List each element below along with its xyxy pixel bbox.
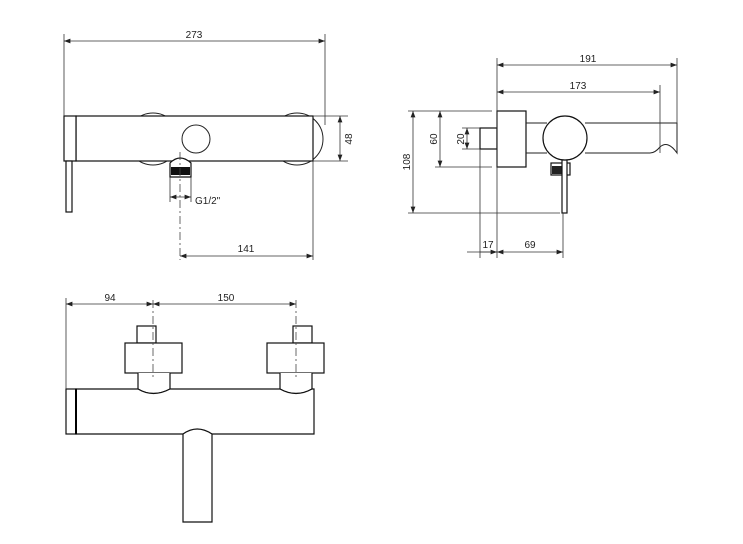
dim-17-label: 17 [482,240,494,251]
dim-69-label: 69 [524,240,536,251]
side-knob [542,115,588,161]
dim-108-label: 108 [402,153,413,170]
drawing-shape [552,166,562,174]
dim-173-label: 173 [570,81,587,92]
wall-plate [496,110,527,168]
right-valve [266,342,325,374]
mixer-body [75,115,314,162]
dim-150-label: 150 [218,293,235,304]
side-lever [561,159,568,214]
dim-60-label: 60 [429,133,440,145]
thread-label: G1/2" [195,196,221,207]
dim-94-label: 94 [104,293,116,304]
top-end-cap [65,388,77,435]
diverter-knob [181,124,211,154]
top-lever [182,428,213,523]
thread-hatch [171,167,190,175]
lever-handle [65,160,73,213]
left-valve [124,342,183,374]
left-neck [137,373,171,395]
wall-nipple [479,127,498,150]
dim-141-label: 141 [238,244,255,255]
spout [585,122,678,155]
top-view: 94 150 [65,293,325,523]
dim-20-label: 20 [456,133,467,145]
front-view: 273 48 G1/2" 141 [63,30,355,260]
side-view: 191 173 108 60 20 17 69 [402,54,678,258]
dim-273-label: 273 [186,30,203,41]
dim-191-label: 191 [580,54,597,65]
end-cap [63,115,77,162]
dim-48-label: 48 [344,133,355,145]
top-body [75,388,315,435]
